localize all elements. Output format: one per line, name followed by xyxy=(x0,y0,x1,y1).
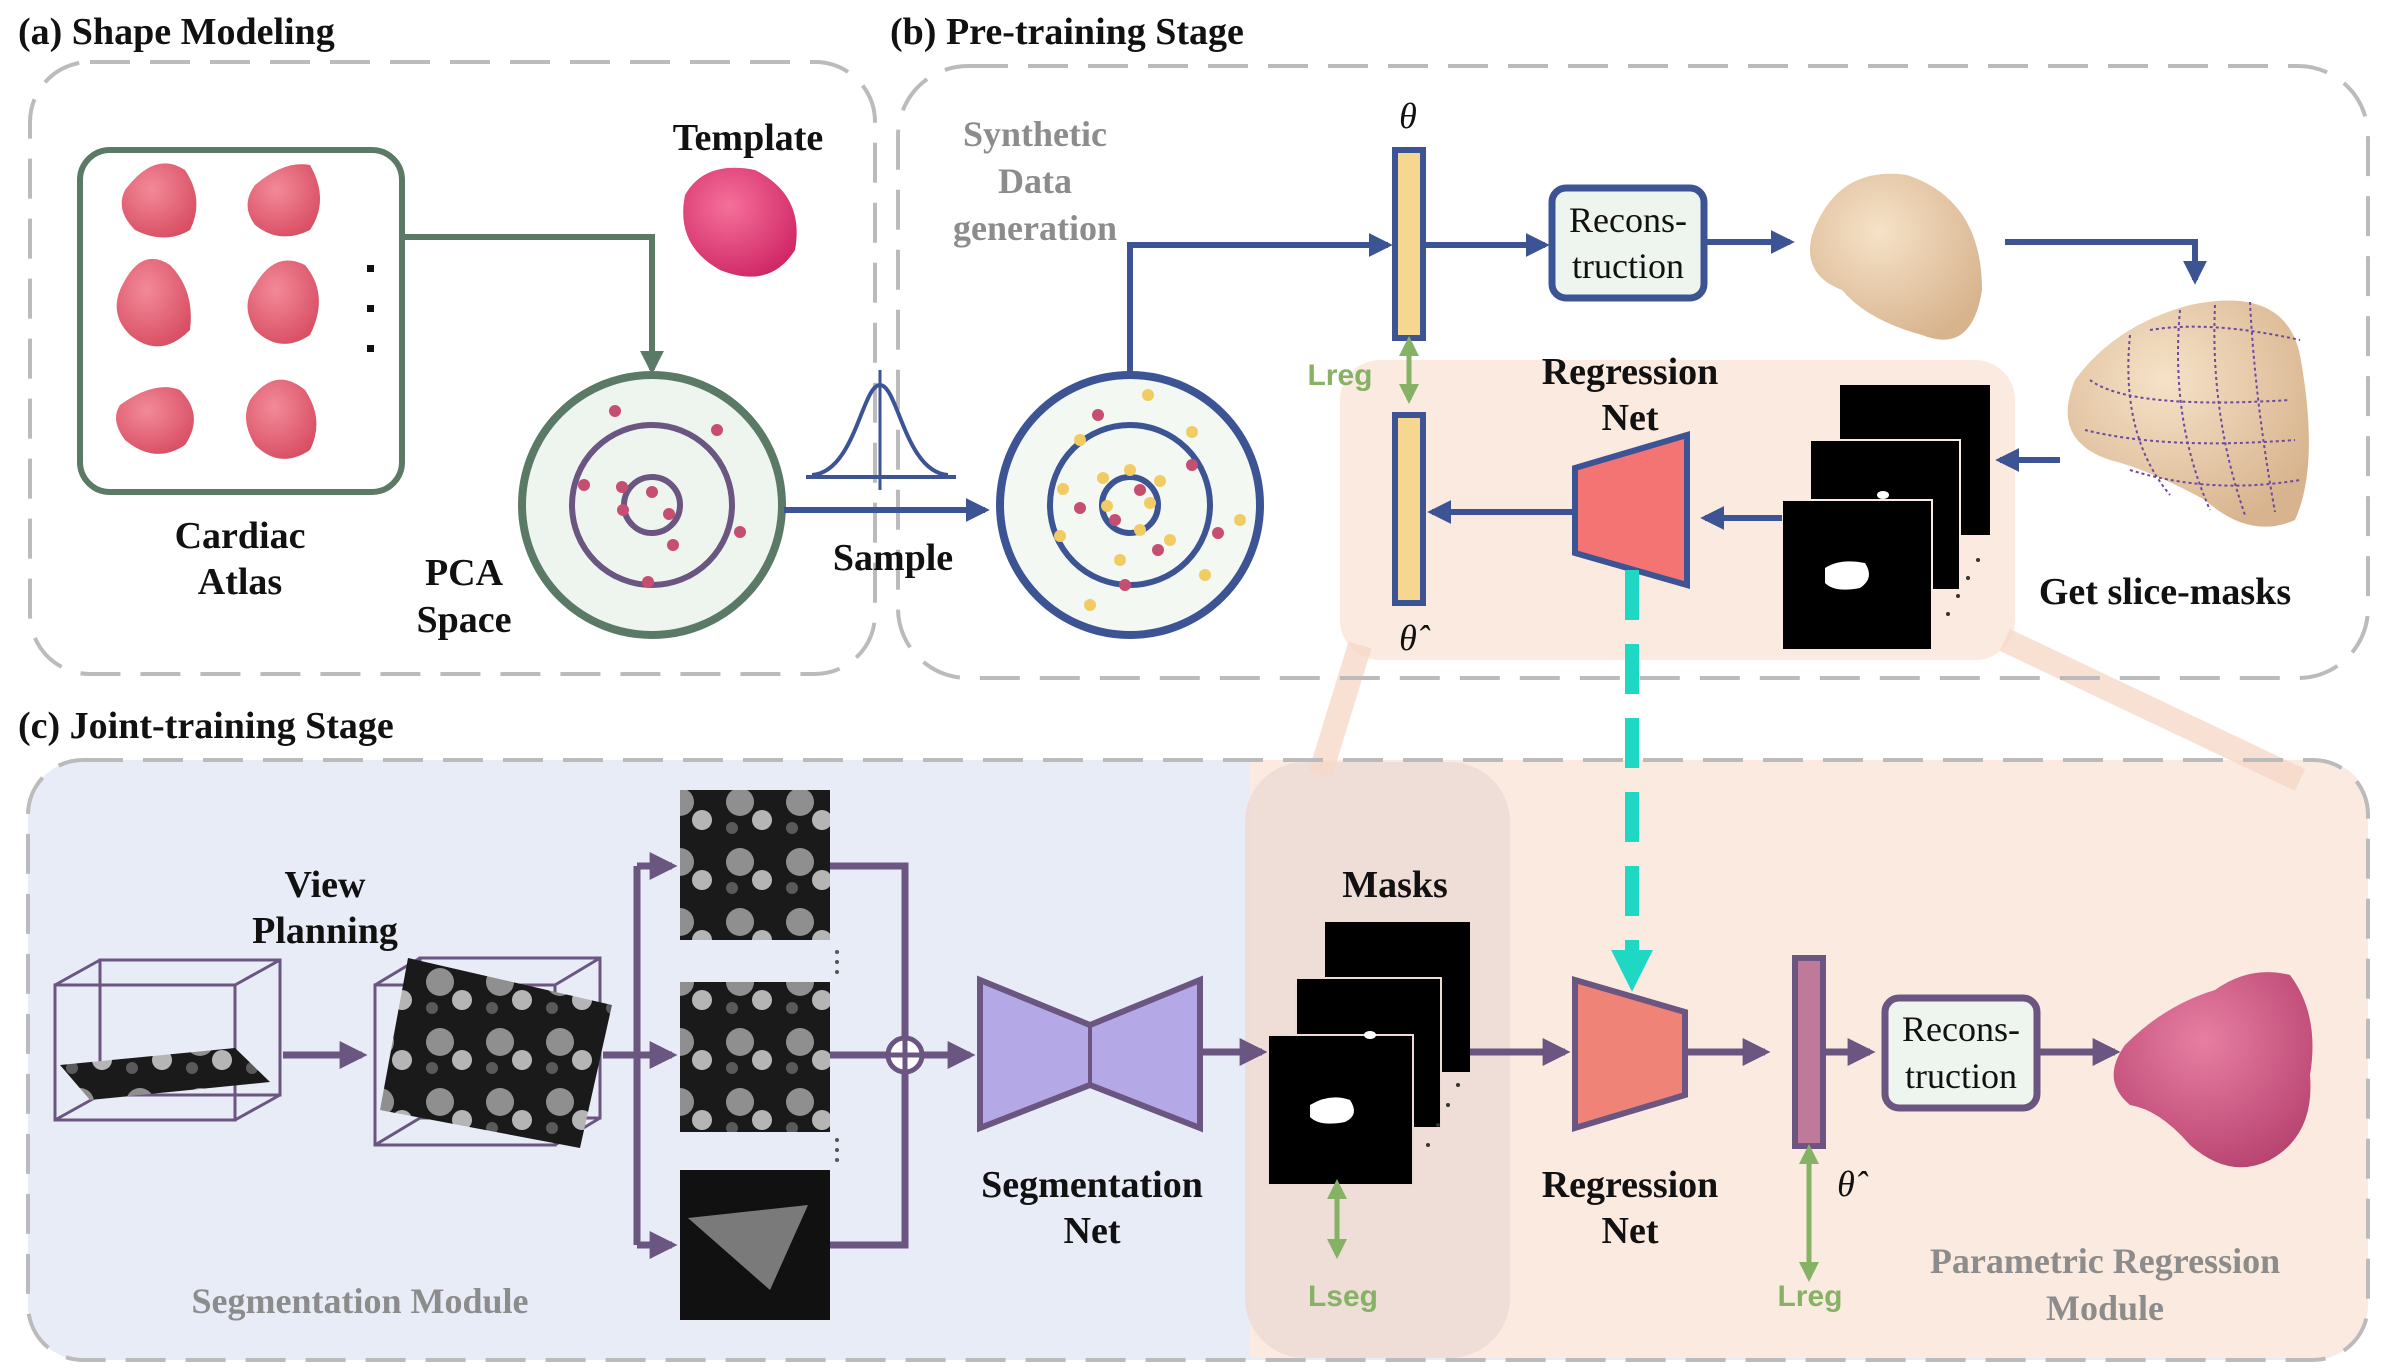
view-planning-label-2: Planning xyxy=(252,910,398,952)
sample-label: Sample xyxy=(833,537,953,579)
theta-hat-bar-joint xyxy=(1792,955,1826,1149)
masks-label: Masks xyxy=(1342,864,1448,906)
ct-view-1 xyxy=(680,790,830,940)
section-a-title: (a) Shape Modeling xyxy=(18,11,335,53)
shape-to-mesh-arrow xyxy=(2005,239,2207,285)
pca-label-1: PCA xyxy=(425,552,504,594)
sum-node xyxy=(885,1035,925,1075)
regnet-top-label-2: Net xyxy=(1602,397,1659,439)
template-label: Template xyxy=(673,117,824,159)
atlas-to-pca-arrow xyxy=(402,234,664,375)
pca-circle xyxy=(518,371,786,639)
recon-top-label-1: Recons- xyxy=(1569,200,1687,240)
reconstructed-shape-beige xyxy=(1810,173,1982,340)
heart-shape-2 xyxy=(247,164,320,237)
param-module-label-1: Parametric Regression xyxy=(1930,1241,2280,1281)
heart-shape-6 xyxy=(246,379,317,459)
heart-shape-1 xyxy=(121,163,197,238)
lreg-top-label: Lreg xyxy=(1307,359,1372,392)
gaussian-curve xyxy=(806,370,956,490)
regression-net-top xyxy=(1572,430,1690,589)
segnet-label-1: Segmentation xyxy=(981,1164,1203,1206)
atlas-ellipsis xyxy=(367,265,374,352)
merge-lines xyxy=(830,862,909,1249)
synthetic-label-3: generation xyxy=(953,208,1117,248)
mask-stack-joint xyxy=(1267,922,1470,1186)
view-ellipsis xyxy=(835,950,839,1162)
frame-shape-modeling xyxy=(28,60,877,676)
zoom-band-left xyxy=(1308,641,1372,779)
view-planning-label-1: View xyxy=(285,864,366,906)
ct-slice-oblique xyxy=(380,958,612,1148)
theta-bar xyxy=(1392,147,1426,341)
theta-hat-bar xyxy=(1392,412,1426,606)
theta-label: θ xyxy=(1399,96,1417,136)
lreg-joint-label: Lreg xyxy=(1777,1280,1842,1313)
mesh-shape xyxy=(2067,300,2309,527)
final-heart-shape xyxy=(2113,972,2313,1168)
ct-view-2 xyxy=(680,982,830,1132)
atlas-label-2: Atlas xyxy=(198,561,282,603)
synthetic-to-theta-arrow xyxy=(1127,233,1393,375)
pca-label-2: Space xyxy=(417,599,512,641)
atlas-hearts xyxy=(116,163,320,459)
heart-shape-3 xyxy=(116,258,191,347)
recon-joint-label-1: Recons- xyxy=(1902,1009,2020,1049)
slice-mask-stack-top xyxy=(1781,385,1990,651)
template-heart xyxy=(683,167,797,277)
recon-top-label-2: truction xyxy=(1572,246,1684,286)
recon-joint-label-2: truction xyxy=(1905,1056,2017,1096)
zoom-band-right xyxy=(1999,629,2306,791)
atlas-label-1: Cardiac xyxy=(175,515,306,557)
frame-pretraining xyxy=(896,64,2370,680)
section-b-title: (b) Pre-training Stage xyxy=(890,11,1244,53)
regnet-joint-label-1: Regression xyxy=(1542,1164,1719,1206)
regnet-top-label-1: Regression xyxy=(1542,351,1719,393)
synthetic-label-2: Data xyxy=(998,161,1072,201)
param-module-label-2: Module xyxy=(2046,1288,2164,1328)
section-c-title: (c) Joint-training Stage xyxy=(18,705,394,747)
regnet-joint-label-2: Net xyxy=(1602,1210,1659,1252)
synthetic-label-1: Synthetic xyxy=(963,114,1107,154)
slice-masks-label: Get slice-masks xyxy=(2039,571,2291,613)
ct-slice-flat xyxy=(60,1048,270,1100)
segnet-label-2: Net xyxy=(1064,1210,1121,1252)
segmentation-module-label: Segmentation Module xyxy=(192,1281,529,1321)
lseg-label: Lseg xyxy=(1308,1280,1378,1313)
ct-view-3-cone xyxy=(688,1205,808,1290)
synthetic-circle xyxy=(996,371,1264,639)
heart-shape-4 xyxy=(247,260,319,344)
regression-net-joint xyxy=(1572,976,1688,1133)
heart-shape-5 xyxy=(116,387,194,454)
frame-joint xyxy=(26,758,2370,1362)
